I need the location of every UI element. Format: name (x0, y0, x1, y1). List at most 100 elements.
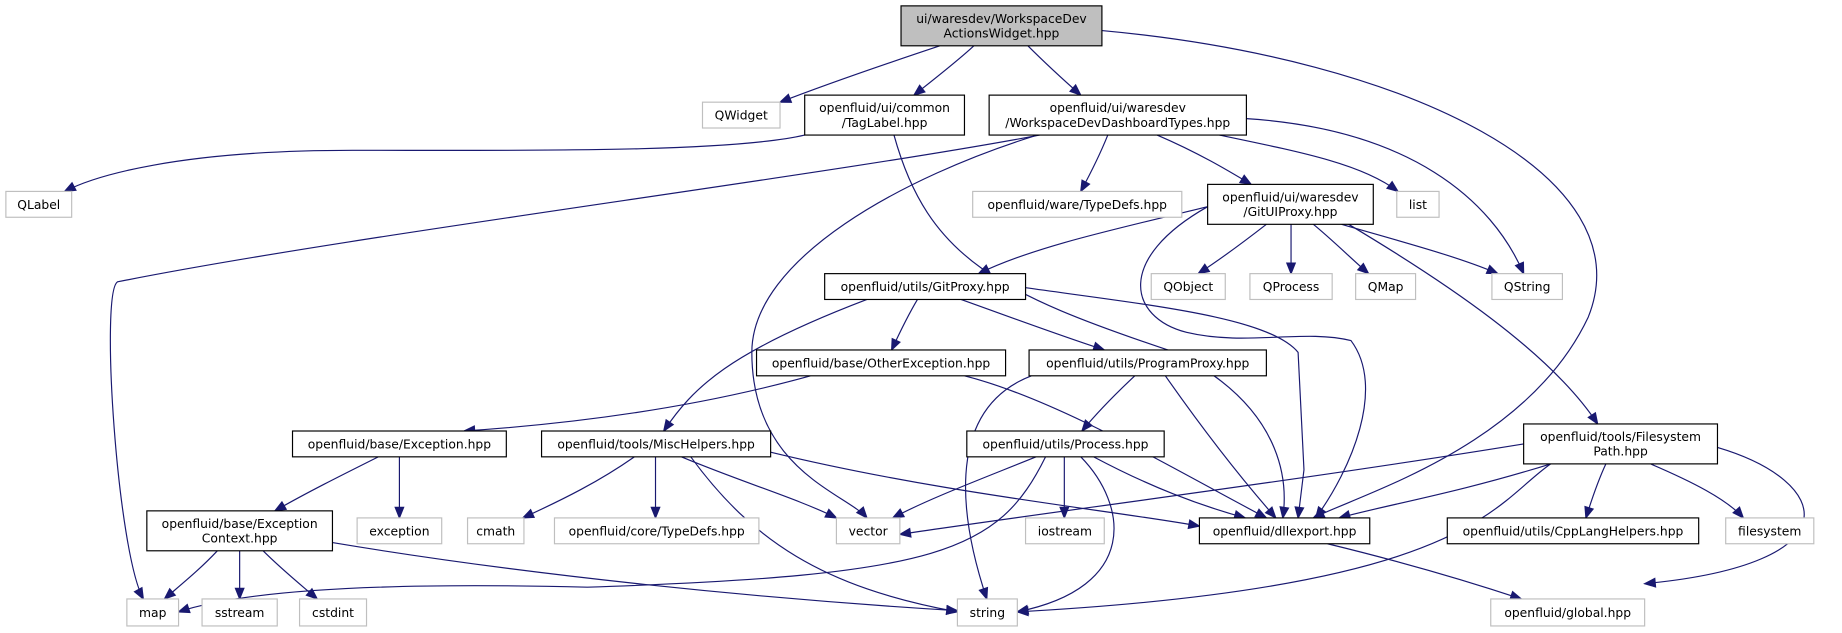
edge-root-to-taglabel (912, 45, 975, 97)
arrowhead-icon (1314, 505, 1327, 520)
edge-line (663, 298, 868, 432)
arrowhead-icon (898, 527, 912, 538)
edge-root-to-qwidget (778, 45, 940, 103)
edge-line (1650, 463, 1744, 519)
node-exception[interactable]: openfluid/base/Exception.hpp (291, 430, 507, 458)
arrowhead-icon (1187, 519, 1201, 530)
edge-dashtypes-to-list (1219, 134, 1400, 193)
node-label: sstream (215, 606, 265, 620)
node-box (291, 430, 507, 458)
node-label: cmath (476, 524, 515, 538)
edge-taglabel-to-dllexport (893, 134, 1290, 520)
node-box (835, 517, 901, 545)
edge-exception-to-excontext (273, 456, 379, 512)
edge-gituiproxy-to-qstring (1341, 223, 1500, 275)
arrowhead-icon (1643, 577, 1657, 588)
edge-line (1025, 287, 1305, 518)
arrowhead-icon (1264, 506, 1277, 520)
edge-line (892, 456, 1037, 519)
node-iostream: iostream (1024, 517, 1105, 545)
node-label: openfluid/core/TypeDefs.hpp (569, 524, 745, 538)
node-filesystem: filesystem (1725, 517, 1815, 545)
edge-line (964, 375, 1032, 600)
edge-mischelpers-to-cmath (521, 456, 635, 519)
arrowhead-icon (1196, 263, 1211, 275)
arrowhead-icon (1285, 262, 1297, 276)
node-box (966, 430, 1165, 458)
edge-programproxy-to-process (1080, 375, 1136, 433)
node-dllexport[interactable]: openfluid/dllexport.hpp (1198, 517, 1371, 545)
node-qwidget: QWidget (701, 101, 781, 129)
node-box (804, 94, 966, 136)
arrowhead-icon (63, 181, 77, 193)
edge-otherexception-to-exception (462, 375, 811, 436)
node-label: openfluid/base/OtherException.hpp (772, 356, 991, 370)
node-box (824, 273, 1027, 301)
edge-dashtypes-to-vector (751, 134, 1038, 520)
node-box (553, 517, 760, 545)
node-process[interactable]: openfluid/utils/Process.hpp (966, 430, 1165, 458)
edge-line (1219, 134, 1399, 192)
node-vector: vector (835, 517, 901, 545)
node-label: map (139, 606, 167, 620)
edge-fspath-to-filesystem (1650, 463, 1745, 520)
edge-line (1197, 223, 1267, 275)
node-label: openfluid/global.hpp (1504, 606, 1631, 620)
node-taglabel[interactable]: openfluid/ui/common/TagLabel.hpp (804, 94, 966, 136)
edge-line (332, 541, 958, 612)
arrowhead-icon (978, 586, 989, 601)
edge-line (913, 45, 975, 96)
arrowhead-icon (945, 604, 959, 616)
node-label: openfluid/utils/ProgramProxy.hpp (1046, 356, 1249, 370)
edge-line (522, 456, 635, 519)
node-label: cstdint (312, 606, 354, 620)
node-gitproxy[interactable]: openfluid/utils/GitProxy.hpp (824, 273, 1027, 301)
node-box (988, 94, 1247, 136)
node-root[interactable]: ui/waresdev/WorkspaceDevActionsWidget.hp… (900, 5, 1103, 47)
node-mischelpers[interactable]: openfluid/tools/MiscHelpers.hpp (540, 430, 772, 458)
edge-line (109, 134, 1040, 600)
edge-fspath-to-dllexport (1337, 463, 1551, 520)
node-programproxy[interactable]: openfluid/utils/ProgramProxy.hpp (1028, 349, 1267, 377)
edge-line (1246, 118, 1525, 274)
edge-gitproxy-to-otherexception (890, 299, 918, 352)
node-label: string (970, 606, 1005, 620)
node-box (1355, 273, 1417, 301)
node-otherexception[interactable]: openfluid/base/OtherException.hpp (755, 349, 1007, 377)
node-cmath: cmath (466, 517, 525, 545)
edge-line (779, 45, 940, 103)
arrowhead-icon (891, 508, 906, 519)
edge-line (893, 134, 1285, 518)
arrowhead-icon (890, 337, 901, 352)
node-qobject: QObject (1150, 273, 1226, 301)
node-label: /WorkspaceDevDashboardTypes.hpp (1005, 116, 1230, 130)
arrowhead-icon (1485, 264, 1500, 275)
edge-mischelpers-to-vector (681, 456, 838, 519)
node-box (201, 598, 278, 627)
arrowhead-icon (1385, 180, 1400, 193)
node-box (540, 430, 772, 458)
edge-exception-to-stdexception (394, 456, 405, 520)
edge-line (1140, 206, 1367, 519)
edge-root-to-dashtypes (1027, 45, 1082, 97)
arrowhead-icon (855, 506, 868, 520)
node-gituiproxy[interactable]: openfluid/ui/waresdev/GitUIProxy.hpp (1207, 183, 1374, 225)
node-dashtypes[interactable]: openfluid/ui/waresdev/WorkspaceDevDashbo… (988, 94, 1247, 136)
arrowhead-icon (1059, 506, 1070, 520)
node-box (1523, 423, 1719, 465)
node-box (1024, 517, 1105, 545)
arrowhead-icon (778, 93, 793, 103)
node-cpplang[interactable]: openfluid/utils/CppLangHelpers.hpp (1446, 517, 1700, 545)
arrowhead-icon (650, 506, 661, 520)
edge-process-to-iostream (1059, 456, 1070, 520)
node-box (1150, 273, 1226, 301)
edge-gituiproxy-to-fspath (1348, 223, 1599, 426)
edge-line (1081, 375, 1136, 432)
edge-line (1101, 29, 1598, 519)
edge-fspath-to-cpplang (1584, 463, 1607, 520)
node-label: openfluid/ware/TypeDefs.hpp (987, 198, 1167, 212)
arrowhead-icon (234, 587, 245, 601)
node-list: list (1396, 190, 1440, 218)
